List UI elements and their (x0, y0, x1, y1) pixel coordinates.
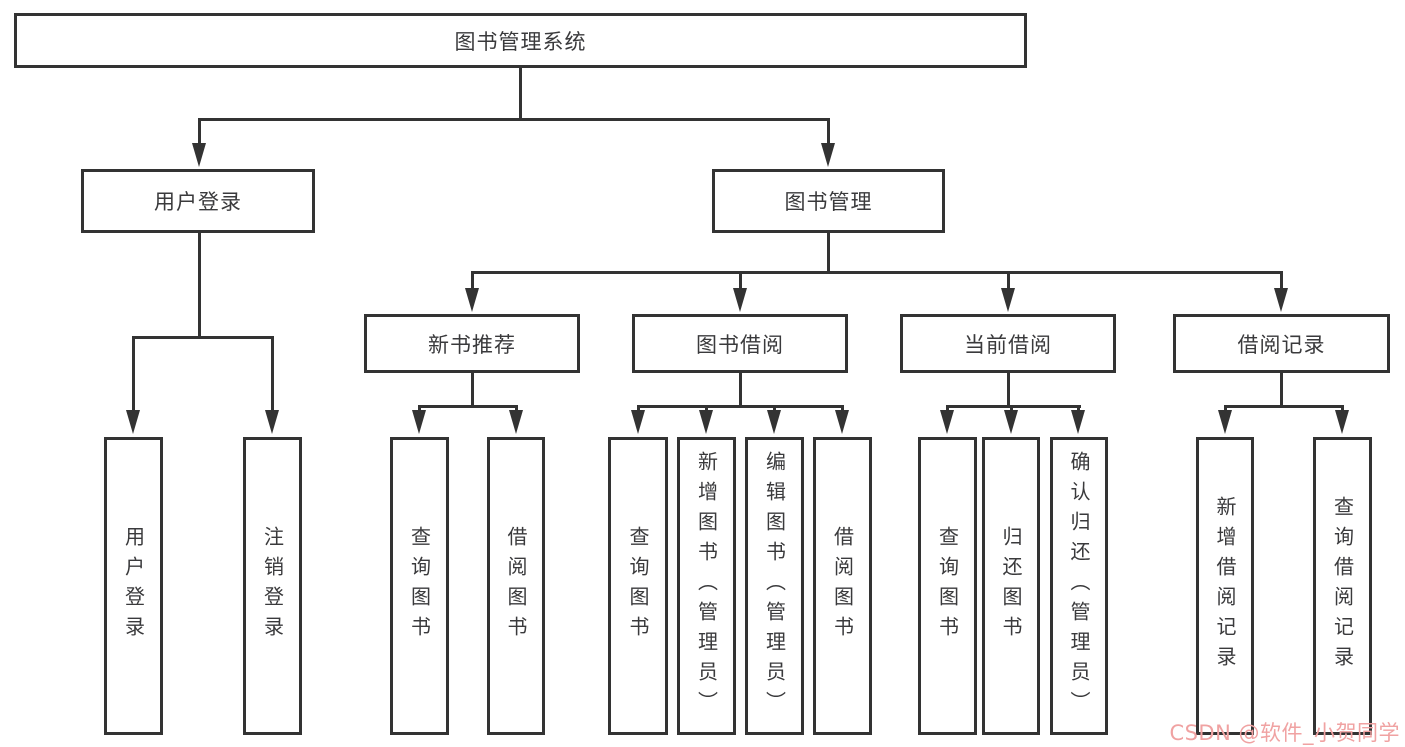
connector-vline (827, 118, 830, 148)
node-new-book-recommend: 新书推荐 (364, 314, 580, 373)
connector-vline (198, 233, 201, 339)
connector-vline (132, 336, 135, 414)
arrowhead-down-icon (1071, 410, 1085, 434)
csdn-watermark: CSDN @软件_小贺同学 (1169, 721, 1400, 745)
node-current-borrow: 当前借阅 (900, 314, 1116, 373)
leaf-confirm-return-admin: 确认归还（管理员） (1050, 437, 1108, 735)
node-label: 图书借阅 (696, 332, 784, 357)
leaf-label: 编辑图书（管理员） (762, 451, 787, 721)
connector-vline (1007, 271, 1010, 293)
leaf-label: 查询借阅记录 (1330, 496, 1355, 676)
leaf-borrow-book: 借阅图书 (813, 437, 872, 735)
leaf-borrow-query-book: 查询图书 (608, 437, 668, 735)
arrowhead-down-icon (767, 410, 781, 434)
node-label: 图书管理系统 (454, 29, 587, 54)
connector-vline (739, 373, 742, 408)
arrowhead-down-icon (1218, 410, 1232, 434)
leaf-label: 查询图书 (626, 526, 650, 646)
connector-vline (827, 233, 830, 274)
leaf-label: 借阅图书 (830, 526, 855, 646)
leaf-label: 新增图书（管理员） (694, 451, 719, 721)
leaf-recommend-query-book: 查询图书 (390, 437, 449, 735)
connector-vline (1280, 271, 1283, 293)
connector-hline (946, 405, 1081, 408)
arrowhead-down-icon (733, 288, 747, 312)
leaf-query-borrow-record: 查询借阅记录 (1313, 437, 1372, 735)
leaf-label: 查询图书 (935, 526, 960, 646)
node-user-login: 用户登录 (81, 169, 315, 233)
node-label: 新书推荐 (428, 332, 516, 357)
leaf-label: 查询图书 (407, 526, 432, 646)
node-root-library-system: 图书管理系统 (14, 13, 1027, 68)
arrowhead-down-icon (940, 410, 954, 434)
node-book-borrow: 图书借阅 (632, 314, 848, 373)
connector-vline (1280, 373, 1283, 408)
connector-hline (132, 336, 273, 339)
leaf-current-query-book: 查询图书 (918, 437, 977, 735)
arrowhead-down-icon (631, 410, 645, 434)
leaf-label: 确认归还（管理员） (1067, 451, 1091, 721)
connector-vline (739, 271, 742, 293)
arrowhead-down-icon (509, 410, 523, 434)
node-label: 图书管理 (784, 190, 873, 214)
arrowhead-down-icon (192, 143, 206, 167)
leaf-label: 归还图书 (999, 526, 1023, 646)
connector-hline (198, 118, 830, 121)
connector-hline (471, 271, 1282, 274)
leaf-recommend-borrow-book: 借阅图书 (487, 437, 545, 735)
connector-hline (1224, 405, 1344, 408)
arrowhead-down-icon (465, 288, 479, 312)
arrowhead-down-icon (1004, 410, 1018, 434)
node-book-management: 图书管理 (712, 169, 945, 233)
connector-vline (271, 336, 274, 414)
connector-hline (418, 405, 518, 408)
leaf-add-borrow-record: 新增借阅记录 (1196, 437, 1254, 735)
connector-vline (471, 373, 474, 408)
arrowhead-down-icon (699, 410, 713, 434)
connector-vline (1007, 373, 1010, 408)
arrowhead-down-icon (821, 143, 835, 167)
arrowhead-down-icon (835, 410, 849, 434)
arrowhead-down-icon (1001, 288, 1015, 312)
leaf-label: 用户登录 (121, 526, 146, 646)
connector-vline (471, 271, 474, 293)
connector-hline (637, 405, 844, 408)
arrowhead-down-icon (412, 410, 426, 434)
arrowhead-down-icon (265, 410, 279, 434)
arrowhead-down-icon (1274, 288, 1288, 312)
node-borrow-records: 借阅记录 (1173, 314, 1390, 373)
leaf-return-book: 归还图书 (982, 437, 1040, 735)
leaf-label: 新增借阅记录 (1213, 496, 1237, 676)
leaf-user-login: 用户登录 (104, 437, 163, 735)
node-label: 用户登录 (154, 190, 242, 214)
connector-vline (198, 118, 201, 148)
node-label: 当前借阅 (964, 332, 1052, 357)
leaf-label: 借阅图书 (504, 526, 528, 646)
node-label: 借阅记录 (1237, 332, 1326, 357)
arrowhead-down-icon (126, 410, 140, 434)
leaf-logout: 注销登录 (243, 437, 302, 735)
connector-vline (519, 68, 522, 119)
leaf-edit-book-admin: 编辑图书（管理员） (745, 437, 804, 735)
leaf-label: 注销登录 (260, 526, 285, 646)
leaf-add-book-admin: 新增图书（管理员） (677, 437, 736, 735)
arrowhead-down-icon (1335, 410, 1349, 434)
